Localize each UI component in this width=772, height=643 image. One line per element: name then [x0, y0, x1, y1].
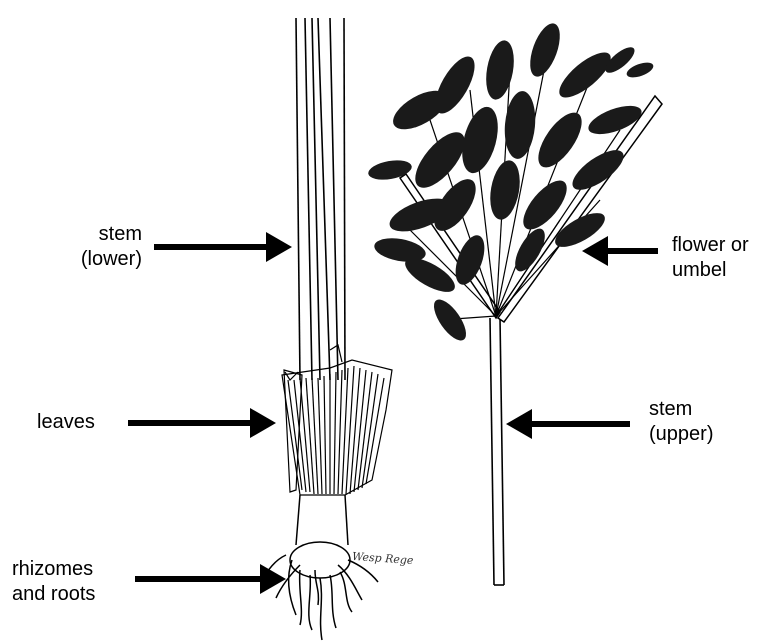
arrows — [128, 232, 658, 594]
label-stem-lower-line1: stem — [56, 222, 142, 247]
label-flower-line1: flower or — [672, 233, 749, 258]
label-rhizomes: rhizomes and roots — [12, 557, 95, 607]
label-stem-upper-line2: (upper) — [649, 422, 713, 447]
label-rhizomes-line1: rhizomes — [12, 557, 95, 582]
label-stem-lower: stem (lower) — [56, 222, 142, 272]
arrow-rhizomes — [135, 564, 286, 594]
lower-stem-drawing — [296, 18, 345, 380]
arrow-stem-lower — [154, 232, 292, 262]
label-stem-lower-line2: (lower) — [56, 247, 142, 272]
arrow-flower — [582, 236, 658, 266]
label-flower-line2: umbel — [672, 258, 749, 283]
label-leaves-line1: leaves — [37, 410, 95, 435]
arrow-stem-upper — [506, 409, 630, 439]
rhizomes-drawing — [262, 495, 378, 640]
label-stem-upper: stem (upper) — [649, 397, 713, 447]
label-leaves: leaves — [37, 410, 95, 435]
label-flower: flower or umbel — [672, 233, 749, 283]
upper-stem-drawing — [490, 318, 504, 585]
label-stem-upper-line1: stem — [649, 397, 713, 422]
arrow-leaves — [128, 408, 276, 438]
label-rhizomes-line2: and roots — [12, 582, 95, 607]
